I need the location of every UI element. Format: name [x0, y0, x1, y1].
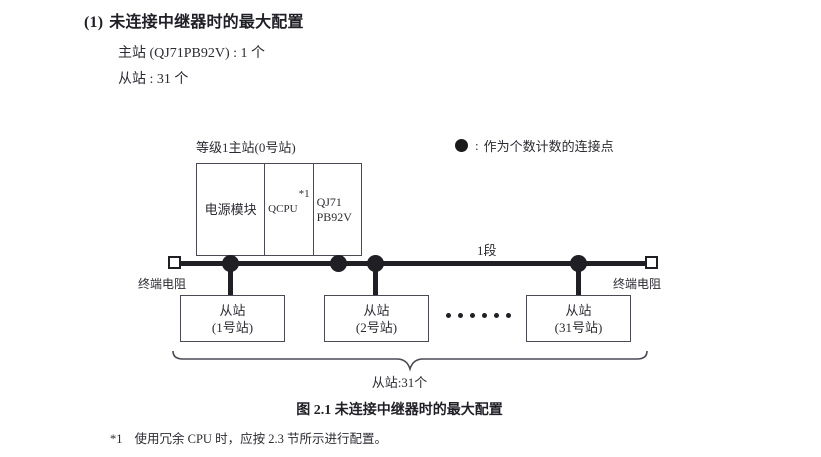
- slave-group-brace-icon: [172, 350, 648, 372]
- figure-caption: 图 2.1 未连接中继器时的最大配置: [0, 399, 821, 419]
- terminating-resistor-right-icon: [645, 256, 658, 269]
- master-station-label: 等级1主站(0号站): [196, 140, 296, 155]
- network-module-line2: PB92V: [316, 209, 352, 224]
- connection-node: [330, 255, 347, 272]
- slave-station-line1: 从站: [219, 302, 246, 318]
- ellipsis-dot: [506, 313, 511, 318]
- qcpu-label: QCPU: [268, 203, 298, 215]
- footnote: *1 使用冗余 CPU 时，应按 2.3 节所示进行配置。: [110, 428, 387, 447]
- connection-node: [222, 255, 239, 272]
- qcpu-cell: QCPU *1: [265, 164, 314, 255]
- slave-station-line1: 从站: [565, 302, 592, 318]
- master-count-line: 主站 (QJ71PB92V) : 1 个: [118, 46, 266, 61]
- legend-colon: :: [475, 137, 479, 153]
- slave-station-line1: 从站: [363, 302, 390, 318]
- slave-station-line2: (31号站): [554, 319, 603, 335]
- section-number: (1): [84, 14, 104, 31]
- ellipsis-dots: [446, 313, 511, 318]
- slave-drop-line: [576, 266, 581, 296]
- terminating-resistor-left-label: 终端电阻: [138, 277, 187, 291]
- ellipsis-dot: [470, 313, 475, 318]
- slave-station-box: 从站 (2号站): [324, 295, 429, 342]
- slave-station-box: 从站 (31号站): [526, 295, 631, 342]
- slave-drop-line: [228, 266, 233, 296]
- legend: : 作为个数计数的连接点: [455, 136, 614, 155]
- section-title: 未连接中继器时的最大配置: [109, 14, 304, 31]
- terminating-resistor-right-label: 终端电阻: [613, 277, 662, 291]
- ellipsis-dot: [482, 313, 487, 318]
- slave-count-line: 从站 : 31 个: [118, 72, 189, 87]
- qcpu-footnote-mark: *1: [298, 188, 310, 200]
- slave-station-line2: (1号站): [211, 319, 254, 335]
- ellipsis-dot: [458, 313, 463, 318]
- connection-node: [570, 255, 587, 272]
- power-module-cell: 电源模块: [197, 164, 266, 255]
- bus-line: [176, 261, 652, 266]
- slave-group-brace-text: 从站:31个: [371, 375, 428, 390]
- ellipsis-dot: [446, 313, 451, 318]
- connection-node: [367, 255, 384, 272]
- segment-label: 1段: [477, 243, 497, 258]
- filled-circle-icon: [455, 139, 468, 152]
- terminating-resistor-left-icon: [168, 256, 181, 269]
- power-module-label: 电源模块: [204, 202, 257, 217]
- ellipsis-dot: [494, 313, 499, 318]
- network-module-line1: QJ71: [316, 194, 342, 209]
- slave-drop-line: [373, 266, 378, 296]
- slave-station-box: 从站 (1号站): [180, 295, 285, 342]
- slave-station-line2: (2号站): [355, 319, 398, 335]
- figure-caption-text: 图 2.1 未连接中继器时的最大配置: [296, 403, 503, 418]
- section-heading: (1) 未连接中继器时的最大配置: [84, 8, 304, 32]
- footnote-text: 使用冗余 CPU 时，应按 2.3 节所示进行配置。: [134, 432, 387, 446]
- slave-group-brace-label: 从站:31个: [0, 372, 821, 391]
- legend-label: 作为个数计数的连接点: [483, 139, 614, 154]
- footnote-mark: *1: [110, 432, 123, 446]
